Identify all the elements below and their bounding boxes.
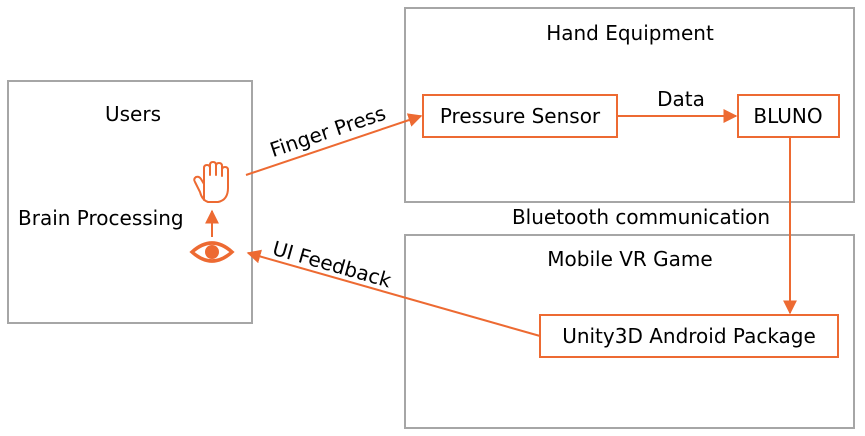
unity-package-label: Unity3D Android Package [562,324,816,348]
eye-icon [189,241,235,263]
brain-processing-label: Brain Processing [18,206,184,230]
users-panel: Users Brain Processing [7,80,253,324]
finger-press-arrow [245,113,423,176]
hand-icon [193,161,229,203]
data-label: Data [657,87,705,111]
mobile-vr-game-panel: Mobile VR Game Unity3D Android Package [404,234,855,429]
ui-feedback-arrow [246,249,541,337]
bluno-label: BLUNO [753,104,822,128]
bluno-node [737,94,840,138]
hand-equipment-panel-title: Hand Equipment [546,21,714,45]
users-panel-title: Users [105,102,161,126]
finger-press-label: Finger Press [267,101,389,162]
ui-feedback-label: UI Feedback [270,236,394,293]
pressure-sensor-label: Pressure Sensor [440,104,601,128]
bluetooth-communication-label: Bluetooth communication [512,205,770,229]
mobile-vr-game-panel-title: Mobile VR Game [547,247,712,271]
hand-equipment-panel: Hand Equipment Pressure Sensor BLUNO [404,7,855,203]
